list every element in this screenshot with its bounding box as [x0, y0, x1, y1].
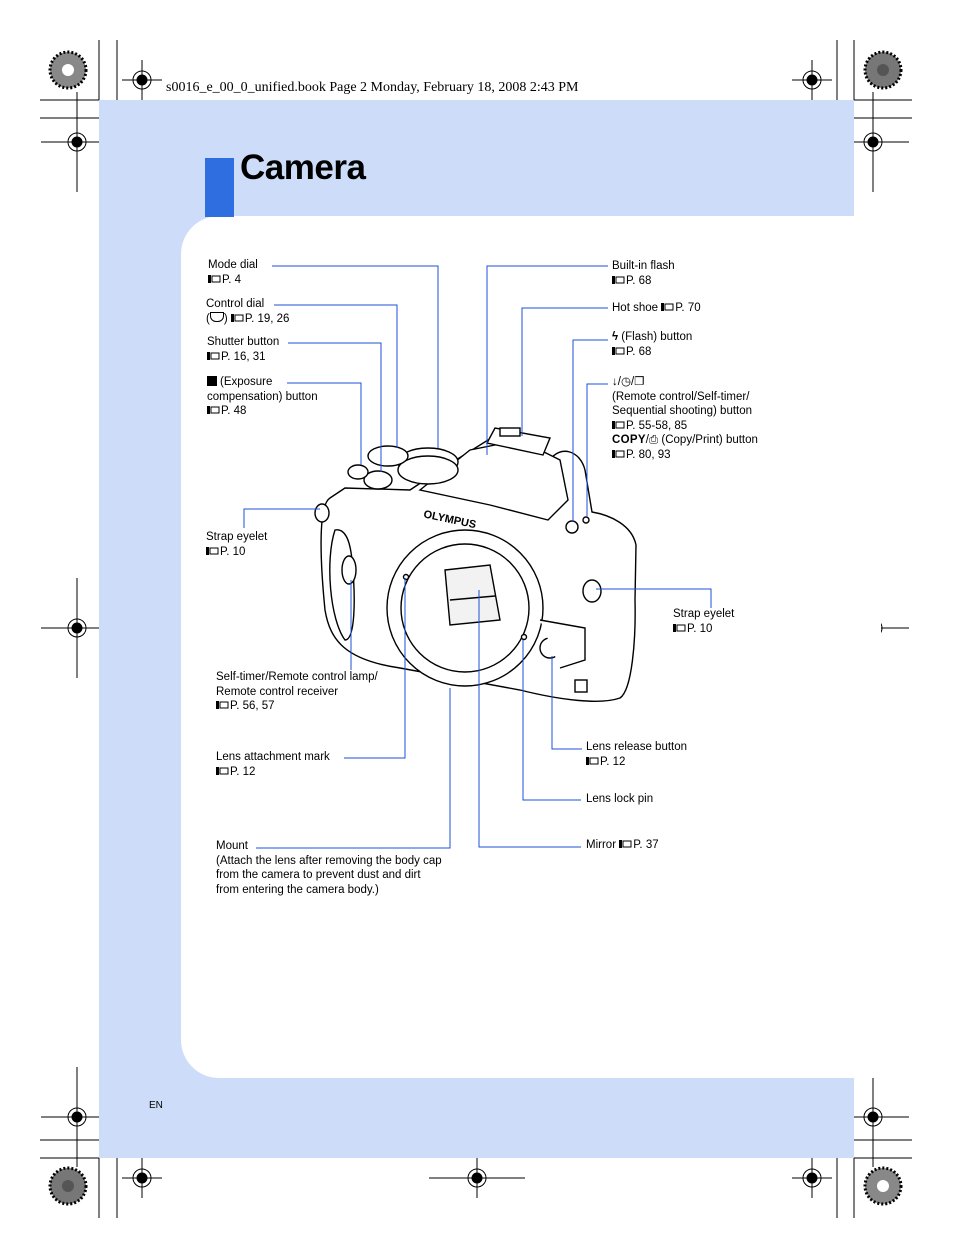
label-hot-shoe: Hot shoe P. 70: [612, 302, 701, 314]
pointing-hand-icon: [673, 623, 686, 632]
label-shutter-button: Shutter button P. 16, 31: [207, 335, 279, 364]
mode-dial-ref: P. 4: [222, 273, 241, 286]
shutter-button-ref: P. 16, 31: [221, 350, 266, 363]
pointing-hand-icon: [612, 275, 625, 284]
exposure-compensation-icon: [207, 376, 217, 386]
remote-selftimer-sequential-icon: ↓/◷/❐: [612, 376, 645, 388]
label-selftimer-lamp: Self-timer/Remote control lamp/ Remote c…: [216, 671, 378, 712]
label-exposure-button: (Exposure compensation) button P. 48: [207, 376, 318, 417]
pointing-hand-icon: [230, 313, 244, 322]
label-drive-button: ↓/◷/❐ (Remote control/Self-timer/ Sequen…: [612, 376, 758, 461]
lightning-icon: ϟ: [612, 331, 619, 343]
control-dial-icon: [209, 311, 224, 322]
pointing-hand-icon: [207, 406, 220, 414]
control-dial-ref: P. 19, 26: [244, 312, 290, 325]
label-flash-button: ϟ (Flash) button P. 68: [612, 331, 693, 358]
shutter-button-label: Shutter button: [207, 336, 280, 348]
label-strap-eyelet-right: Strap eyelet P. 10: [673, 608, 735, 635]
print-icon: ⎙: [649, 434, 659, 446]
pointing-hand-icon: [208, 274, 221, 283]
label-lens-lock-pin: Lens lock pin: [586, 793, 654, 805]
pointing-hand-icon: [206, 546, 219, 555]
label-lens-attachment-mark: Lens attachment mark P. 12: [216, 751, 330, 778]
pointing-hand-icon: [612, 346, 625, 355]
label-mount: Mount (Attach the lens after removing th…: [216, 840, 442, 896]
label-control-dial: Control dial () P. 19, 26: [206, 298, 290, 325]
title-accent-bar: [205, 158, 234, 217]
language-code: EN: [149, 1100, 163, 1111]
label-mode-dial: Mode dial P. 4: [208, 258, 258, 287]
page-title: Camera: [240, 148, 366, 187]
pointing-hand-icon: [612, 449, 625, 458]
label-strap-eyelet-left: Strap eyelet P. 10: [206, 531, 268, 558]
label-lens-release-button: Lens release button P. 12: [586, 741, 688, 768]
pointing-hand-icon: [619, 840, 632, 848]
control-dial-label: Control dial: [206, 298, 265, 310]
pointing-hand-icon: [661, 303, 674, 311]
pointing-hand-icon: [612, 420, 625, 429]
label-mirror: Mirror P. 37: [586, 839, 659, 851]
pointing-hand-icon: [216, 701, 229, 709]
exposure-button-ref: P. 48: [221, 405, 247, 417]
mode-dial-label: Mode dial: [208, 259, 258, 271]
book-header-line: s0016_e_00_0_unified.book Page 2 Monday,…: [166, 80, 579, 95]
pointing-hand-icon: [586, 756, 599, 765]
pointing-hand-icon: [207, 351, 220, 360]
pointing-hand-icon: [216, 766, 229, 775]
label-builtin-flash: Built-in flash P. 68: [612, 260, 675, 287]
